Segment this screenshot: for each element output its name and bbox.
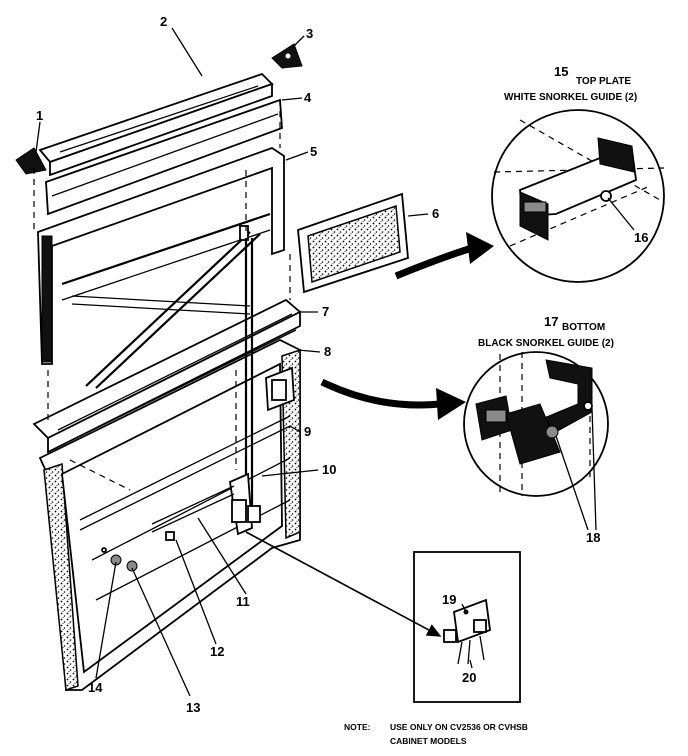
leader-lines xyxy=(35,27,635,697)
note-line-1: USE ONLY ON CV2536 OR CVHSB xyxy=(390,722,528,732)
cabinet-housing xyxy=(38,238,301,692)
assembly-guide-lines xyxy=(33,100,291,491)
part-number-12: 12 xyxy=(210,644,224,659)
part-number-10: 10 xyxy=(322,462,336,477)
filter-panel xyxy=(297,192,409,294)
part-number-16: 16 xyxy=(634,230,648,245)
part-number-4: 4 xyxy=(304,90,312,105)
top-trim-bar xyxy=(38,72,274,177)
bottom-caption: BOTTOM xyxy=(562,322,605,333)
note-line-2: CABINET MODELS xyxy=(390,736,467,746)
model-note: NOTE: USE ONLY ON CV2536 OR CVHSB CABINE… xyxy=(344,722,528,746)
inset-leader-arrow xyxy=(245,531,442,637)
top-panel xyxy=(45,98,283,216)
black-snorkel-caption: BLACK SNORKEL GUIDE (2) xyxy=(478,338,614,349)
part-number-labels: 1 2 3 4 5 6 7 8 9 10 11 12 13 14 15 16 1… xyxy=(36,14,648,715)
left-end-cap xyxy=(15,147,47,175)
part-number-19: 19 xyxy=(442,592,456,607)
part-number-13: 13 xyxy=(186,700,200,715)
part-number-20: 20 xyxy=(462,670,476,685)
part-number-17: 17 xyxy=(544,314,558,329)
part-number-5: 5 xyxy=(310,144,317,159)
part-number-18: 18 xyxy=(586,530,600,545)
detail-arrows xyxy=(320,232,494,420)
top-plate-detail xyxy=(491,109,665,283)
part-number-6: 6 xyxy=(432,206,439,221)
detail-captions: TOP PLATE WHITE SNORKEL GUIDE (2) BOTTOM… xyxy=(478,76,637,349)
right-end-cap xyxy=(271,43,303,69)
part-number-3: 3 xyxy=(306,26,313,41)
part-number-15: 15 xyxy=(554,64,568,79)
note-label: NOTE: xyxy=(344,722,371,732)
part-number-8: 8 xyxy=(324,344,331,359)
white-snorkel-caption: WHITE SNORKEL GUIDE (2) xyxy=(504,92,637,103)
part-number-14: 14 xyxy=(88,680,103,695)
part-number-11: 11 xyxy=(236,594,250,609)
part-number-9: 9 xyxy=(304,424,311,439)
hood-frame xyxy=(37,146,285,389)
bottom-guide-detail xyxy=(463,351,609,497)
top-plate-caption: TOP PLATE xyxy=(576,76,631,87)
part-number-7: 7 xyxy=(322,304,329,319)
part-number-2: 2 xyxy=(160,14,167,29)
part-number-1: 1 xyxy=(36,108,43,123)
